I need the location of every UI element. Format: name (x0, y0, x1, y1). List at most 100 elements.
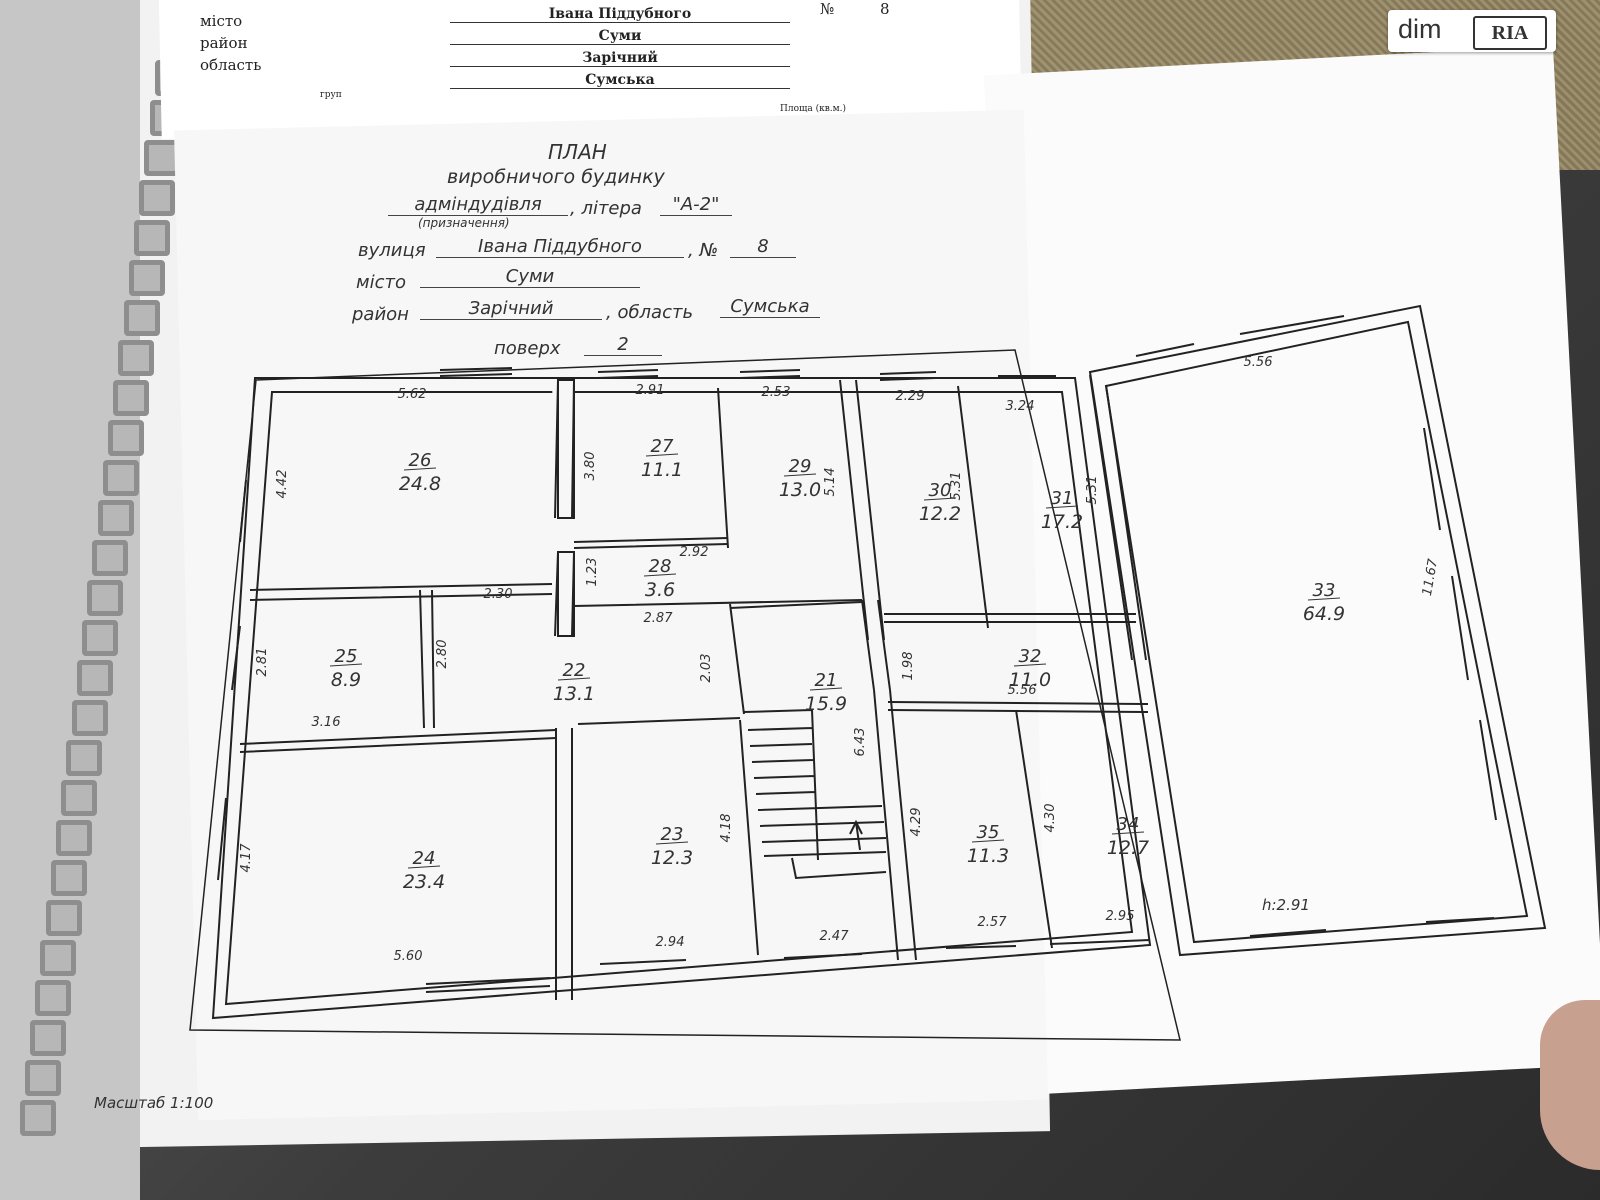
dimension-label: 5.14 (823, 468, 838, 497)
plan-scale: Масштаб 1:100 (94, 1094, 214, 1112)
room-fraction-line (407, 865, 441, 869)
form-value-city: Суми (450, 28, 790, 45)
room-fraction-line (643, 573, 677, 577)
room-number: 32 (1019, 646, 1042, 667)
wall-25-22 (419, 589, 435, 729)
window-annex-top (1135, 315, 1345, 357)
wall-31-33 (1089, 374, 1147, 661)
binding-ring (45, 900, 82, 936)
annex-outer-wall (1088, 304, 1547, 957)
wall-stairs-35 (873, 689, 917, 961)
window-bottom-1 (425, 977, 551, 993)
plan-city-label: місто (356, 272, 406, 293)
room-number: 24 (413, 848, 436, 869)
room-25: 258.9 (329, 646, 363, 691)
dimension-label: 11.67 (1420, 557, 1441, 597)
window-left-1 (217, 479, 247, 881)
dimension-label: 3.16 (312, 715, 341, 730)
form-table-area: Площа (кв.м.) (780, 104, 847, 114)
wall-horizontal-2 (573, 537, 729, 549)
plan-region-label: , область (606, 302, 694, 323)
dimension-label: 2.94 (656, 935, 685, 950)
binding-ring (128, 260, 165, 296)
plan-purpose: адміндудівля (388, 194, 568, 216)
wall-24-23 (555, 728, 573, 1000)
form-label-city: місто (200, 12, 243, 30)
dimension-label: 2.47 (820, 929, 850, 944)
dimension-label: 5.56 (1008, 683, 1037, 698)
binding-ring (108, 420, 144, 456)
dimension-label: 2.87 (644, 611, 674, 626)
window-annex-bottom (1249, 917, 1495, 937)
form-number-label: № (820, 0, 835, 18)
dimension-label: 2.30 (484, 587, 513, 602)
stairs (743, 709, 887, 880)
room-fraction-line (971, 839, 1005, 843)
plan-subtitle: виробничого будинку (447, 166, 665, 188)
wall-horizontal-5 (239, 729, 557, 753)
window-top-1 (439, 367, 513, 377)
room-area: 12.2 (919, 503, 961, 525)
plan-title: ПЛАН (548, 140, 607, 164)
wall-29-30 (839, 379, 885, 641)
plan-city: Суми (420, 266, 640, 288)
annex-inner-wall (1104, 320, 1529, 944)
room-fraction-line (1013, 663, 1047, 667)
dimension-label: 2.29 (896, 389, 925, 404)
window-top-2 (597, 369, 659, 379)
dimension-label: 3.80 (583, 452, 598, 481)
dimension-label: 4.42 (275, 470, 290, 499)
wall-23-stairs (739, 719, 759, 956)
form-table-group: груп (320, 90, 342, 100)
dimension-label: 2.81 (255, 648, 270, 677)
room-area: 3.6 (645, 579, 675, 601)
room-number: 31 (1051, 488, 1074, 509)
room-number: 35 (977, 822, 1000, 843)
wall-horizontal-6 (577, 717, 741, 725)
binding-ring (113, 380, 150, 416)
room-area: 13.0 (779, 479, 821, 501)
room-number: 21 (815, 670, 838, 691)
dimension-label: 2.53 (762, 385, 791, 400)
room-fraction-line (557, 677, 591, 681)
room-fraction-line (1307, 597, 1341, 601)
binding-ring (50, 860, 87, 896)
room-28: 283.6 (643, 556, 677, 601)
dimension-label: 1.98 (901, 652, 916, 681)
dimension-label: 5.62 (398, 387, 427, 402)
wall-horizontal-7 (887, 701, 1149, 713)
window-annex-right (1423, 427, 1497, 821)
dimria-logo[interactable]: dim RIA (1388, 10, 1556, 52)
form-value-region: Сумська (450, 72, 790, 89)
plan-letter: "А-2" (660, 194, 732, 216)
binding-ring (56, 820, 92, 856)
room-area: 11.0 (1009, 669, 1051, 691)
binding-ring (19, 1100, 56, 1136)
room-fraction-line (403, 467, 437, 471)
binding-ring (82, 620, 118, 656)
dimension-label: 6.43 (853, 728, 868, 757)
dimension-label: 5.31 (949, 472, 964, 501)
room-area: 64.9 (1303, 603, 1345, 625)
dimension-label: 3.24 (1006, 399, 1035, 414)
plan-street-label: вулиця (358, 240, 426, 261)
room-fraction-line (923, 497, 957, 501)
dimension-label: 4.18 (719, 814, 734, 843)
binding-ring (118, 340, 155, 376)
dimension-label: 5.31 (1085, 476, 1100, 505)
dimension-label: 2.57 (978, 915, 1008, 930)
room-number: 25 (335, 646, 358, 667)
dimension-label: 4.30 (1043, 804, 1058, 833)
room-number: 22 (563, 660, 586, 681)
plan-letter-label: , літера (570, 198, 642, 219)
plan-height: h:2.91 (1262, 896, 1310, 914)
binding-ring (92, 540, 129, 576)
